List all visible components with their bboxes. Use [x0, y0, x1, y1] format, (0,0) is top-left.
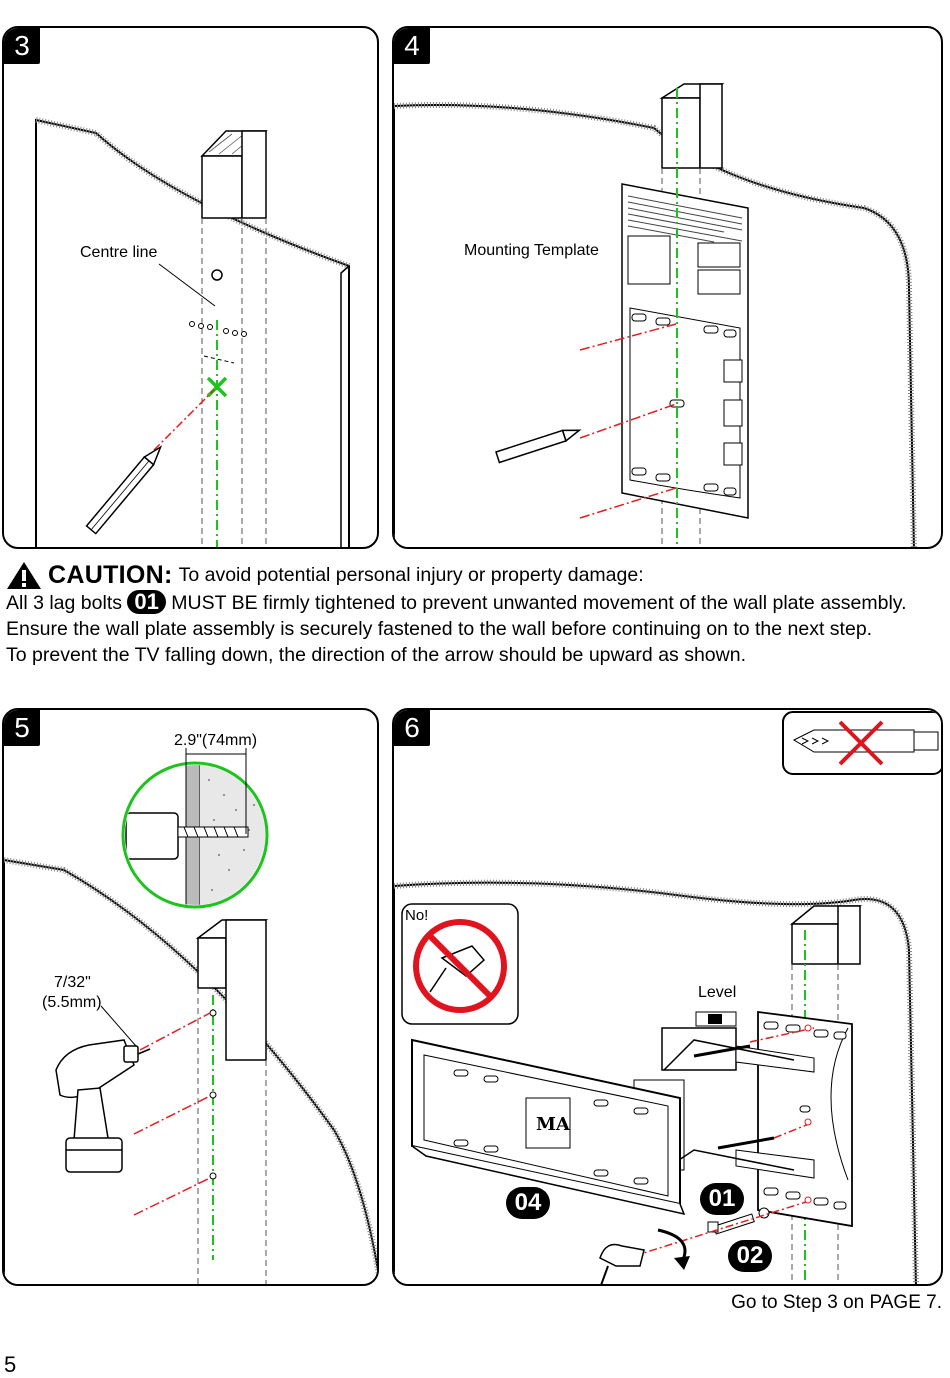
- part-badge-01: 01: [700, 1183, 744, 1215]
- caution-heading: CAUTION: To avoid potential personal inj…: [6, 560, 941, 590]
- cross-icon: [838, 720, 884, 766]
- part-badge-02: 02: [728, 1240, 772, 1272]
- step-number: 4: [394, 28, 430, 64]
- drill-size-mm-label: (5.5mm): [42, 994, 102, 1011]
- step-number: 5: [4, 710, 40, 746]
- wall-anchor-icon: [792, 729, 939, 753]
- step-4-panel: 4: [392, 26, 943, 549]
- step-5-illustration: [4, 748, 377, 1284]
- part-badge-04: 04: [506, 1187, 550, 1219]
- hole-depth-dimension: 2.9"(74mm): [174, 732, 258, 749]
- step-3-illustration: [35, 117, 351, 547]
- caution-lead: To avoid potential personal injury or pr…: [178, 564, 644, 586]
- step-number: 3: [4, 28, 40, 64]
- step-number: 6: [394, 710, 430, 746]
- socket-wrench-icon: [599, 1243, 645, 1267]
- caution-line1-pre: All 3 lag bolts: [6, 592, 128, 614]
- logo-plate: [525, 1097, 571, 1149]
- caution-block: CAUTION: To avoid potential personal inj…: [6, 560, 941, 668]
- caution-body: All 3 lag bolts 01 MUST BE firmly tighte…: [6, 590, 941, 642]
- step-6-illustration: MA: [394, 711, 941, 1284]
- step-5-panel: 5: [2, 708, 379, 1286]
- warning-icon: [7, 562, 41, 589]
- no-label: No!: [405, 907, 429, 924]
- caution-title: CAUTION:: [48, 561, 173, 589]
- step-4-illustration: [394, 83, 917, 547]
- step-3-panel: 3 Cent: [2, 26, 379, 549]
- drill-size-label: 7/32": [54, 974, 91, 991]
- caution-line2: To prevent the TV falling down, the dire…: [6, 644, 746, 666]
- svg-text:MA: MA: [536, 1114, 571, 1135]
- centre-line-label: Centre line: [80, 244, 158, 261]
- part-ref-badge: 01: [127, 590, 166, 614]
- footer-note: Go to Step 3 on PAGE 7.: [731, 1292, 942, 1313]
- level-label: Level: [698, 984, 737, 1001]
- mounting-template-label: Mounting Template: [464, 242, 599, 259]
- step-6-panel: 6: [392, 708, 943, 1286]
- page-number: 5: [4, 1352, 17, 1377]
- caution-line1-post: MUST BE firmly tightened to prevent unwa…: [6, 592, 907, 640]
